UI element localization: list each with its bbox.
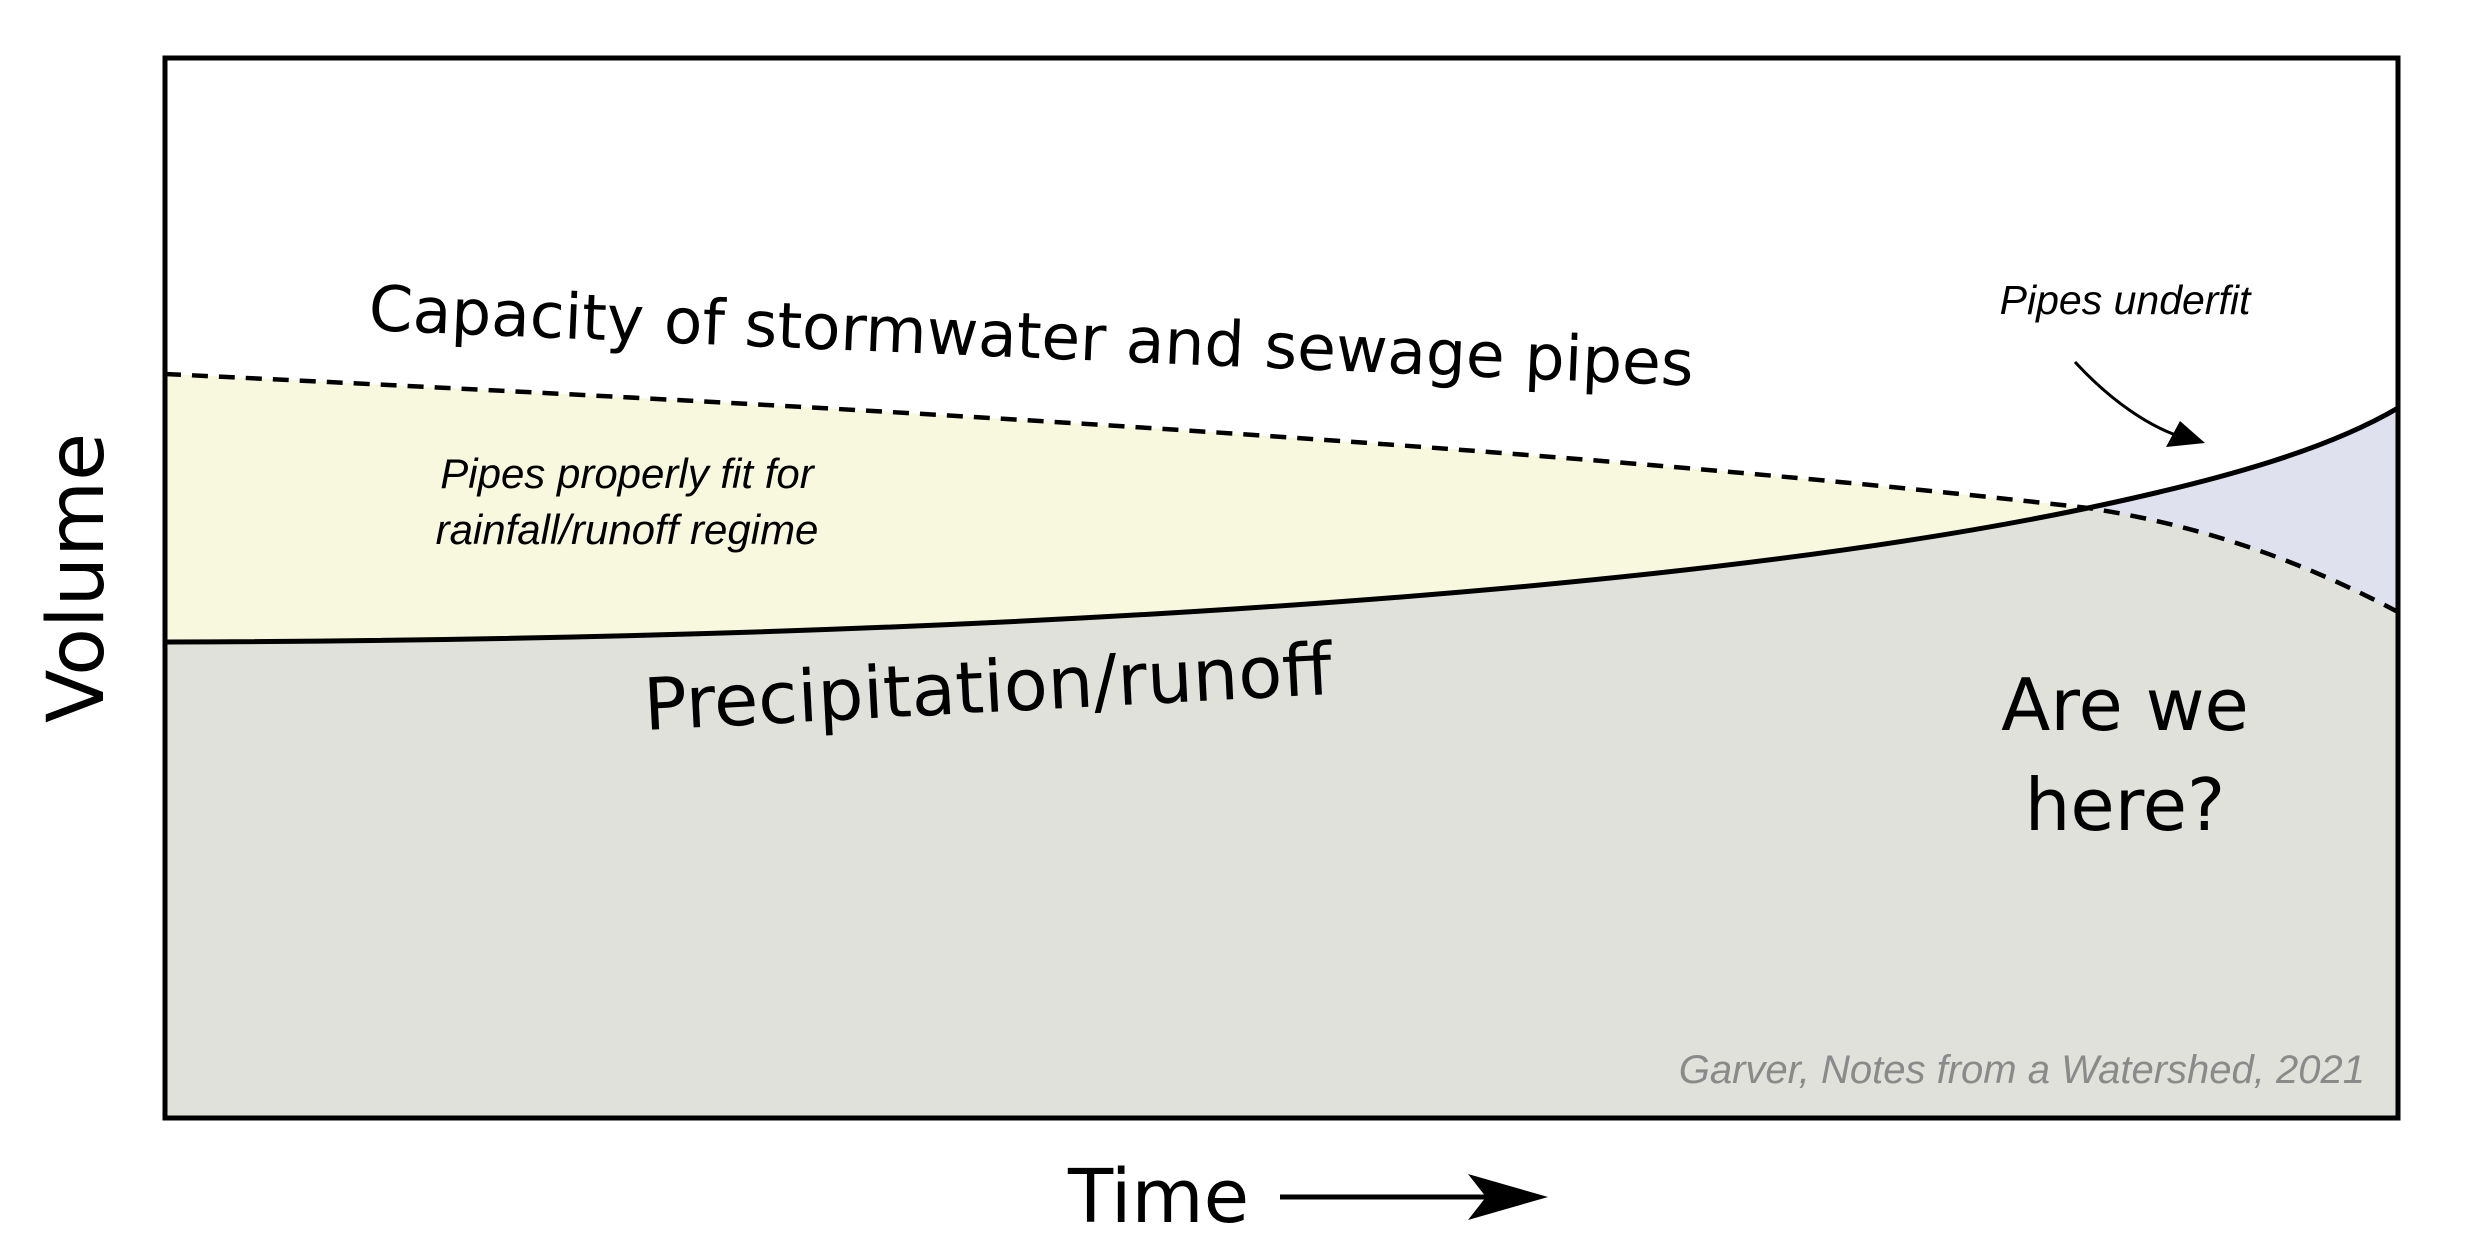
underfit-region <box>2088 408 2398 612</box>
credit-text: Garver, Notes from a Watershed, 2021 <box>1679 1048 2365 1092</box>
x-axis-label: Time <box>1067 1154 1249 1240</box>
question-label-line1: Are we <box>2001 663 2249 747</box>
runoff-region <box>165 408 2398 1118</box>
runoff-curve <box>164 405 2400 645</box>
y-axis-label: Volume <box>32 433 122 723</box>
question-label-line2: here? <box>2025 763 2225 847</box>
time-arrow-head <box>1468 1174 1548 1220</box>
capacity-curve <box>164 371 2400 614</box>
fit-region <box>165 374 2088 642</box>
pipes-fit-label-line2: rainfall/runoff regime <box>436 506 819 553</box>
plot-frame <box>162 55 2401 1121</box>
pipes-fit-label-line1: Pipes properly fit for <box>440 450 816 497</box>
pipes-underfit-label: Pipes underfit <box>2000 277 2252 323</box>
underfit-arrowhead <box>2166 421 2205 447</box>
capacity-label: Capacity of stormwater and sewage pipes <box>367 272 1695 400</box>
underfit-arrow <box>2073 360 2186 440</box>
